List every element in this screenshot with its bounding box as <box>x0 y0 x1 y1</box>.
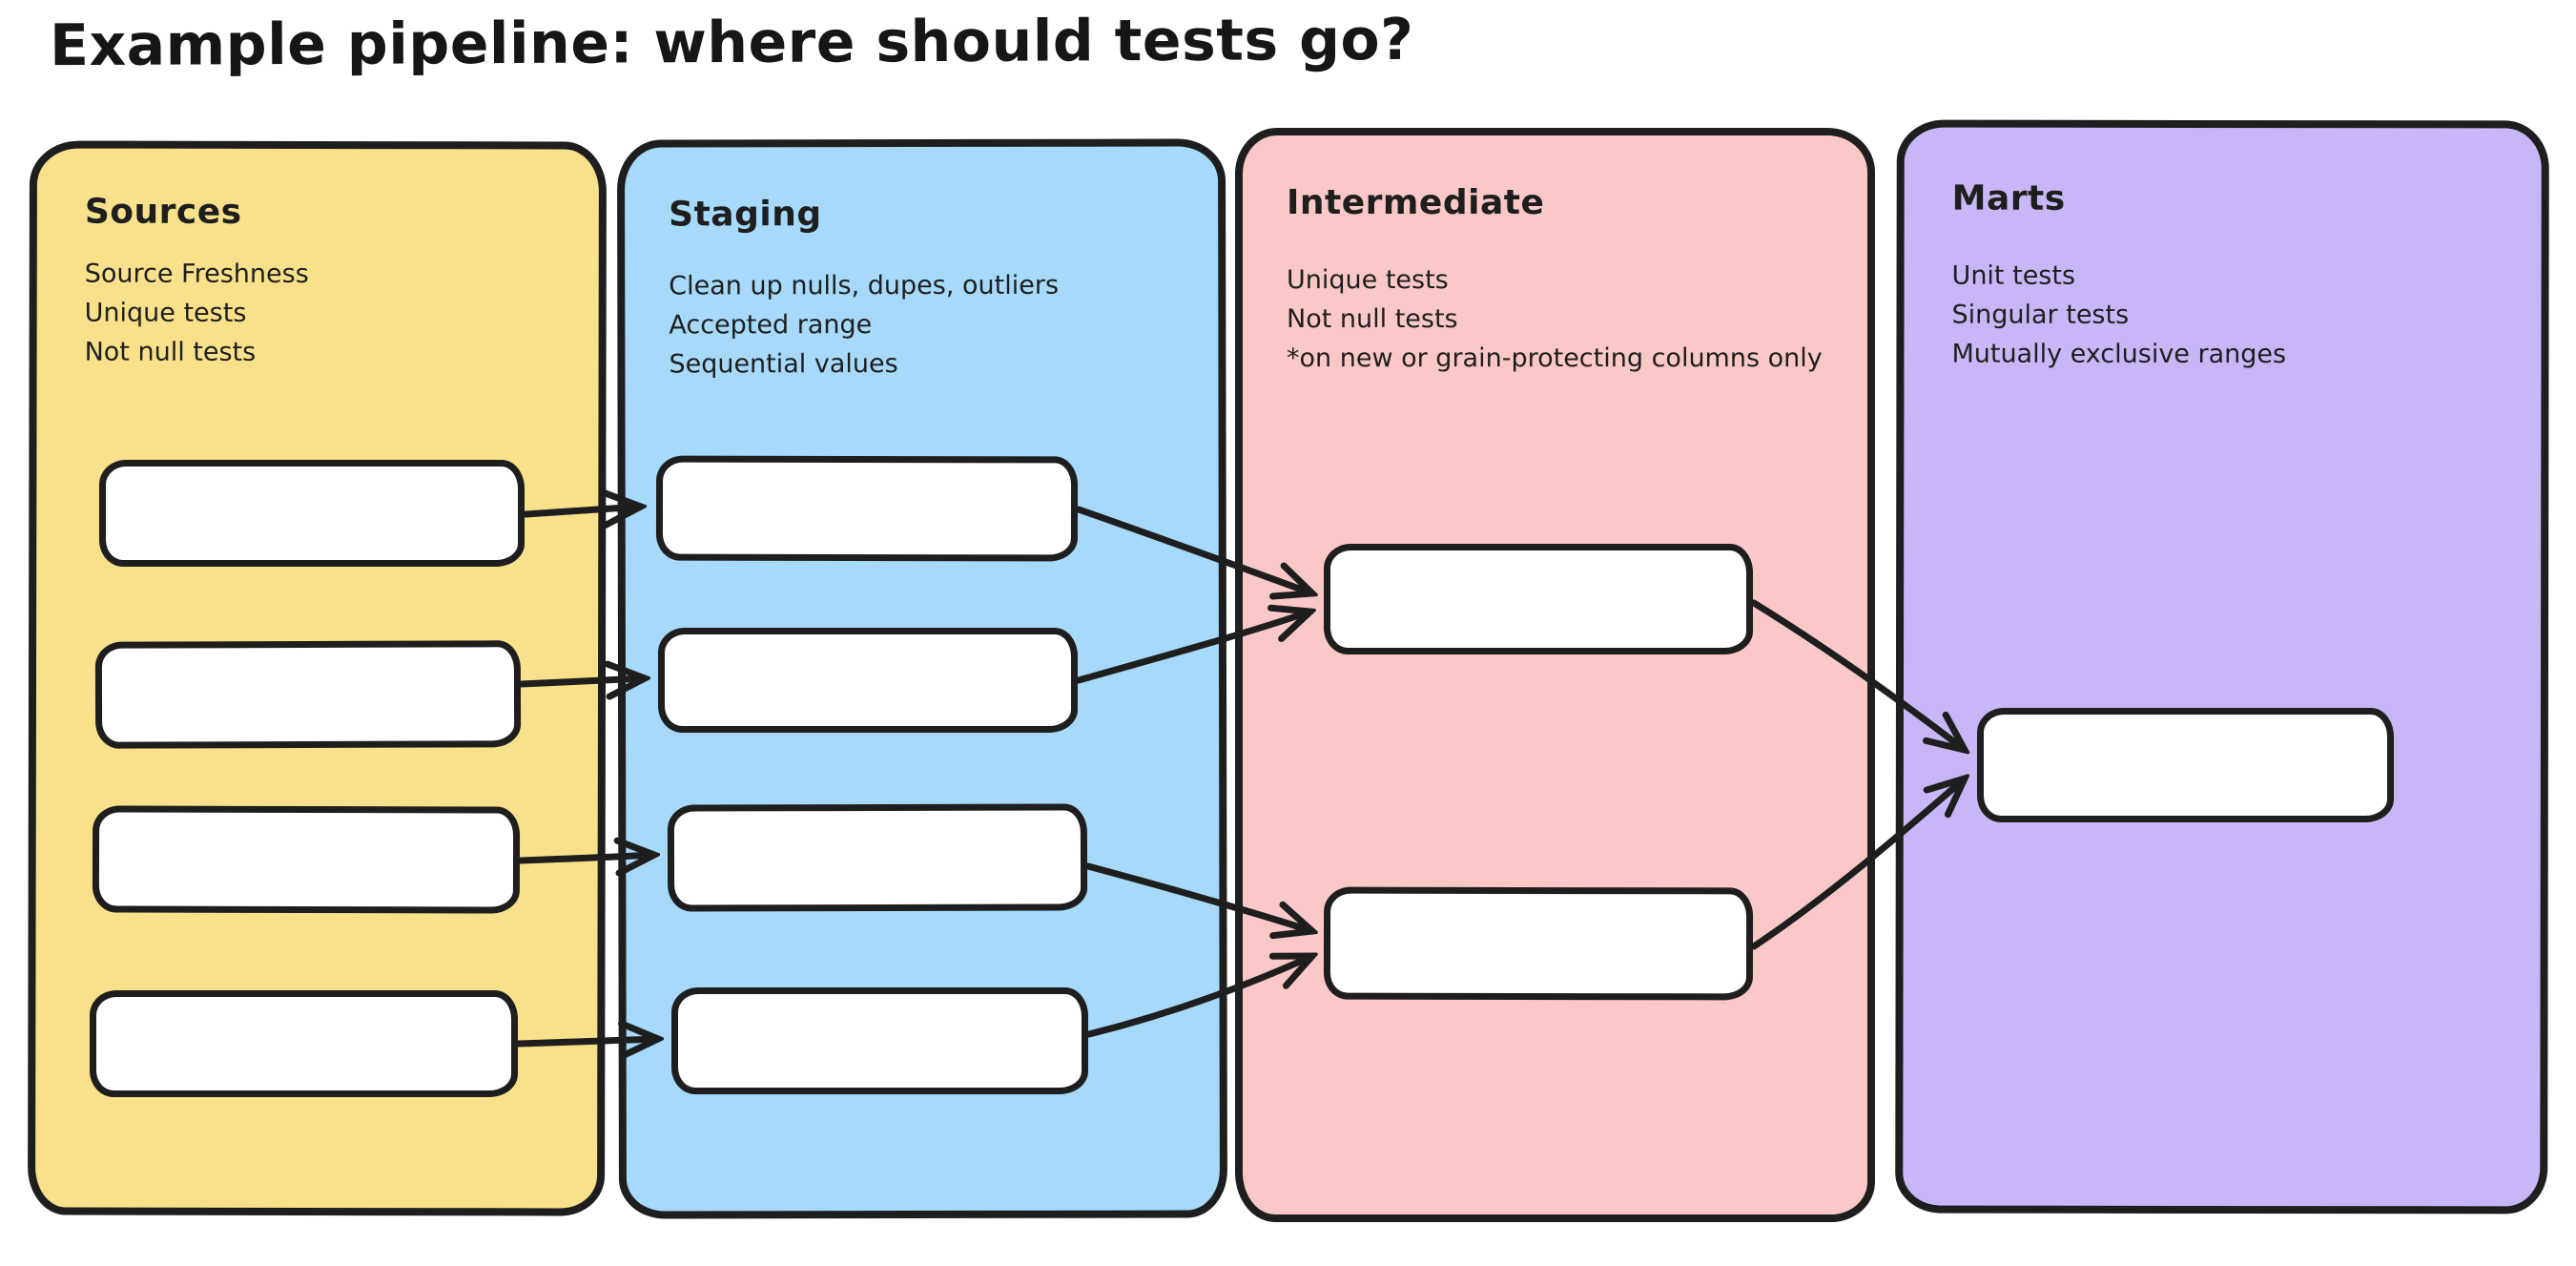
diagram-title: Example pipeline: where should tests go? <box>49 6 1414 80</box>
column-staging-tests: Clean up nulls, dupes, outliers Accepted… <box>669 265 1210 384</box>
model-box-sources-3 <box>92 805 521 914</box>
model-box-sources-1 <box>99 460 525 567</box>
model-box-intermediate-2 <box>1323 886 1754 1001</box>
model-box-intermediate-1 <box>1324 544 1753 654</box>
model-box-marts-1 <box>1977 708 2394 822</box>
column-sources-title: Sources <box>84 192 242 232</box>
test-item: Not null tests <box>1287 304 1458 334</box>
test-item: Mutually exclusive ranges <box>1951 339 2287 370</box>
model-box-staging-2 <box>658 628 1078 733</box>
column-marts: Marts Unit tests Singular tests Mutually… <box>1895 119 2549 1214</box>
model-box-sources-4 <box>90 990 518 1097</box>
test-item: *on new or grain-protecting columns only <box>1287 343 1823 373</box>
test-item: Not null tests <box>84 337 257 367</box>
model-box-staging-4 <box>671 987 1088 1094</box>
column-marts-title: Marts <box>1951 178 2066 218</box>
column-intermediate-title: Intermediate <box>1287 183 1545 222</box>
model-box-sources-2 <box>94 640 522 749</box>
model-box-staging-1 <box>655 455 1079 562</box>
column-staging-title: Staging <box>669 195 822 235</box>
column-intermediate-tests: Unique tests Not null tests *on new or g… <box>1287 260 1862 378</box>
test-item: Accepted range <box>669 310 873 341</box>
test-item: Singular tests <box>1951 300 2130 330</box>
column-intermediate: Intermediate Unique tests Not null tests… <box>1235 128 1875 1222</box>
column-marts-tests: Unit tests Singular tests Mutually exclu… <box>1951 257 2533 375</box>
test-item: Clean up nulls, dupes, outliers <box>669 270 1060 301</box>
test-item: Unit tests <box>1951 260 2076 291</box>
model-box-staging-3 <box>667 803 1088 912</box>
test-item: Unique tests <box>84 298 247 328</box>
test-item: Sequential values <box>669 349 898 380</box>
test-item: Source Freshness <box>84 259 309 289</box>
column-sources-tests: Source Freshness Unique tests Not null t… <box>85 255 589 373</box>
test-item: Unique tests <box>1287 265 1449 295</box>
